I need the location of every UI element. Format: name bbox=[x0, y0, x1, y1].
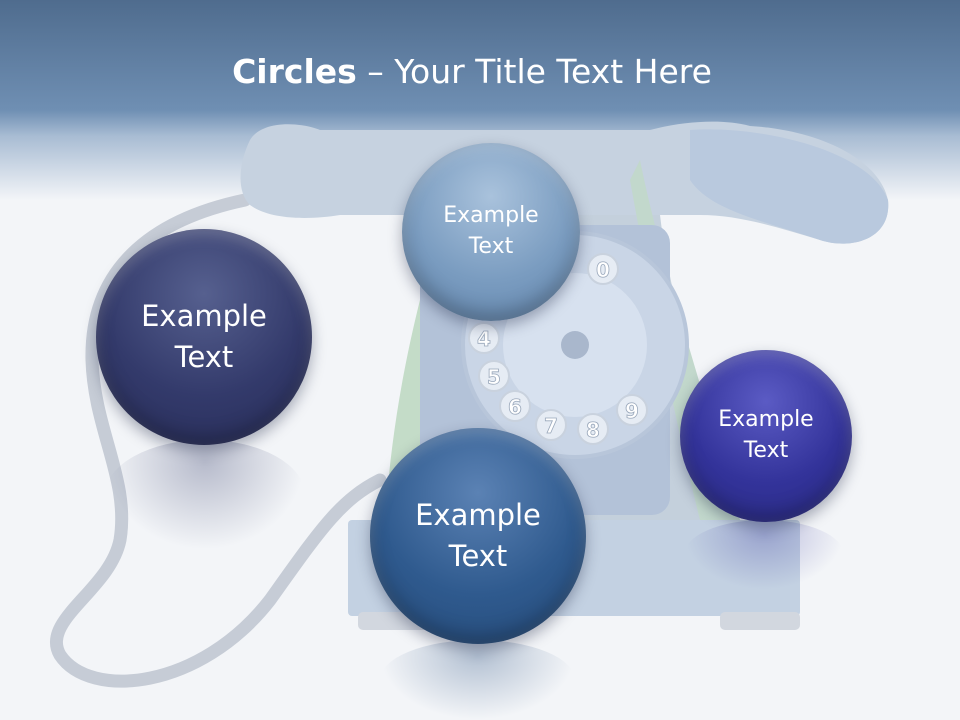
dial-number-8: 8 bbox=[586, 418, 600, 442]
dial-number-7: 7 bbox=[544, 414, 558, 438]
dial-number-5: 5 bbox=[487, 365, 501, 389]
circle-label: Example Text bbox=[443, 203, 539, 259]
title-rest: – Your Title Text Here bbox=[356, 52, 712, 91]
circle-label: Example Text bbox=[718, 407, 814, 463]
circle-top-example-text[interactable]: Example Text bbox=[402, 143, 580, 321]
dial-number-0: 0 bbox=[596, 258, 610, 282]
dial-number-9: 9 bbox=[625, 399, 639, 423]
title-bold: Circles bbox=[232, 52, 357, 91]
circle-right-example-text[interactable]: Example Text bbox=[680, 350, 852, 522]
circle-bottom-example-text[interactable]: Example Text bbox=[370, 428, 586, 644]
circle-label: Example Text bbox=[415, 498, 541, 573]
circle-left-example-text[interactable]: Example Text bbox=[96, 229, 312, 445]
circle-label: Example Text bbox=[141, 299, 267, 374]
dial-number-4: 4 bbox=[477, 327, 491, 351]
page-title: Circles – Your Title Text Here bbox=[0, 52, 944, 91]
dial-number-holes bbox=[468, 253, 648, 445]
dial-number-6: 6 bbox=[508, 395, 522, 419]
